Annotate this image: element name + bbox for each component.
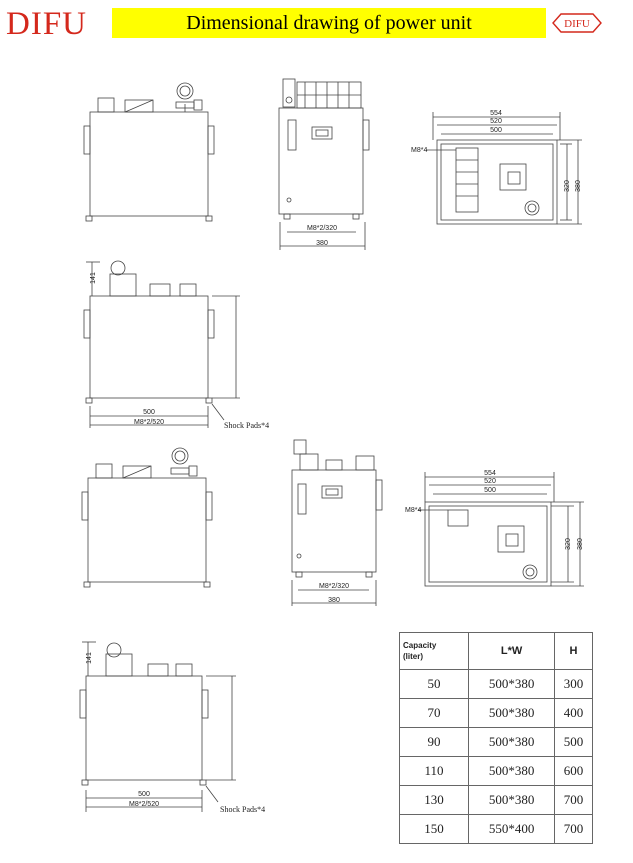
label-320-3: 320	[565, 538, 572, 550]
label-554-1: 554	[490, 110, 502, 117]
table-row: 150 550*400 700	[398, 814, 593, 844]
cell-lw: 500*380	[468, 727, 556, 757]
front-view-4	[79, 641, 236, 812]
cell-h: 400	[554, 698, 593, 728]
top-view-3	[418, 472, 584, 587]
header-capacity-line1: Capacity	[403, 641, 437, 650]
table-row: 90 500*380 500	[398, 727, 593, 757]
cell-lw: 500*380	[468, 669, 556, 699]
cell-lw: 550*400	[468, 814, 556, 844]
cell-lw: 500*380	[468, 785, 556, 815]
header-capacity: Capacity (liter)	[398, 632, 470, 670]
side-view-3	[291, 439, 383, 606]
label-500-2: 500	[143, 409, 155, 416]
label-380-3: 380	[328, 597, 340, 604]
label-520-3: 520	[484, 478, 496, 485]
label-shock-pads-2: Shock Pads*4	[224, 421, 269, 430]
label-380-1: 380	[316, 240, 328, 247]
label-500-3: 500	[484, 487, 496, 494]
brand-badge-icon: DIFU	[552, 13, 602, 33]
label-m8-320-3: M8*2/320	[319, 583, 349, 590]
cell-capacity: 110	[398, 756, 470, 786]
label-m8-520-4: M8*2/520	[129, 801, 159, 808]
cell-capacity: 130	[398, 785, 470, 815]
page-title-bar: Dimensional drawing of power unit	[112, 8, 546, 38]
label-500-1: 500	[490, 127, 502, 134]
label-141-2: 141	[90, 272, 97, 284]
cell-h: 700	[554, 785, 593, 815]
brand-logo: DIFU	[6, 6, 88, 42]
table-header-row: Capacity (liter) L*W H	[398, 632, 593, 670]
header-capacity-line2: (liter)	[403, 652, 423, 661]
cell-capacity: 90	[398, 727, 470, 757]
table-row: 130 500*380 700	[398, 785, 593, 815]
table-row: 50 500*380 300	[398, 669, 593, 699]
label-380-3b: 380	[577, 538, 584, 550]
front-view-2	[83, 260, 240, 428]
cell-capacity: 50	[398, 669, 470, 699]
cell-lw: 500*380	[468, 698, 556, 728]
badge-text: DIFU	[564, 18, 590, 30]
cell-lw: 500*380	[468, 756, 556, 786]
cell-h: 700	[554, 814, 593, 844]
label-141-4: 141	[86, 652, 93, 664]
cell-h: 300	[554, 669, 593, 699]
label-m8-520-2: M8*2/520	[134, 419, 164, 426]
label-500-4: 500	[138, 791, 150, 798]
label-554-3: 554	[484, 470, 496, 477]
label-320-1: 320	[564, 180, 571, 192]
label-m8-4-3: M8*4	[405, 507, 421, 514]
label-520-1: 520	[490, 118, 502, 125]
cell-h: 600	[554, 756, 593, 786]
top-view-1	[426, 112, 582, 225]
cell-capacity: 150	[398, 814, 470, 844]
table-row: 70 500*380 400	[398, 698, 593, 728]
page-title: Dimensional drawing of power unit	[186, 11, 472, 34]
capacity-spec-table: Capacity (liter) L*W H 50 500*380 300 70…	[398, 632, 593, 844]
cell-capacity: 70	[398, 698, 470, 728]
cell-h: 500	[554, 727, 593, 757]
label-shock-pads-4: Shock Pads*4	[220, 805, 265, 814]
header-h: H	[554, 632, 593, 670]
side-view-1	[278, 78, 370, 250]
label-m8-320-1: M8*2/320	[307, 225, 337, 232]
header-lw: L*W	[468, 632, 556, 670]
table-row: 110 500*380 600	[398, 756, 593, 786]
label-380-1b: 380	[575, 180, 582, 192]
front-view-3	[81, 447, 213, 588]
label-m8-4-1: M8*4	[411, 147, 427, 154]
front-view-1	[83, 82, 215, 222]
